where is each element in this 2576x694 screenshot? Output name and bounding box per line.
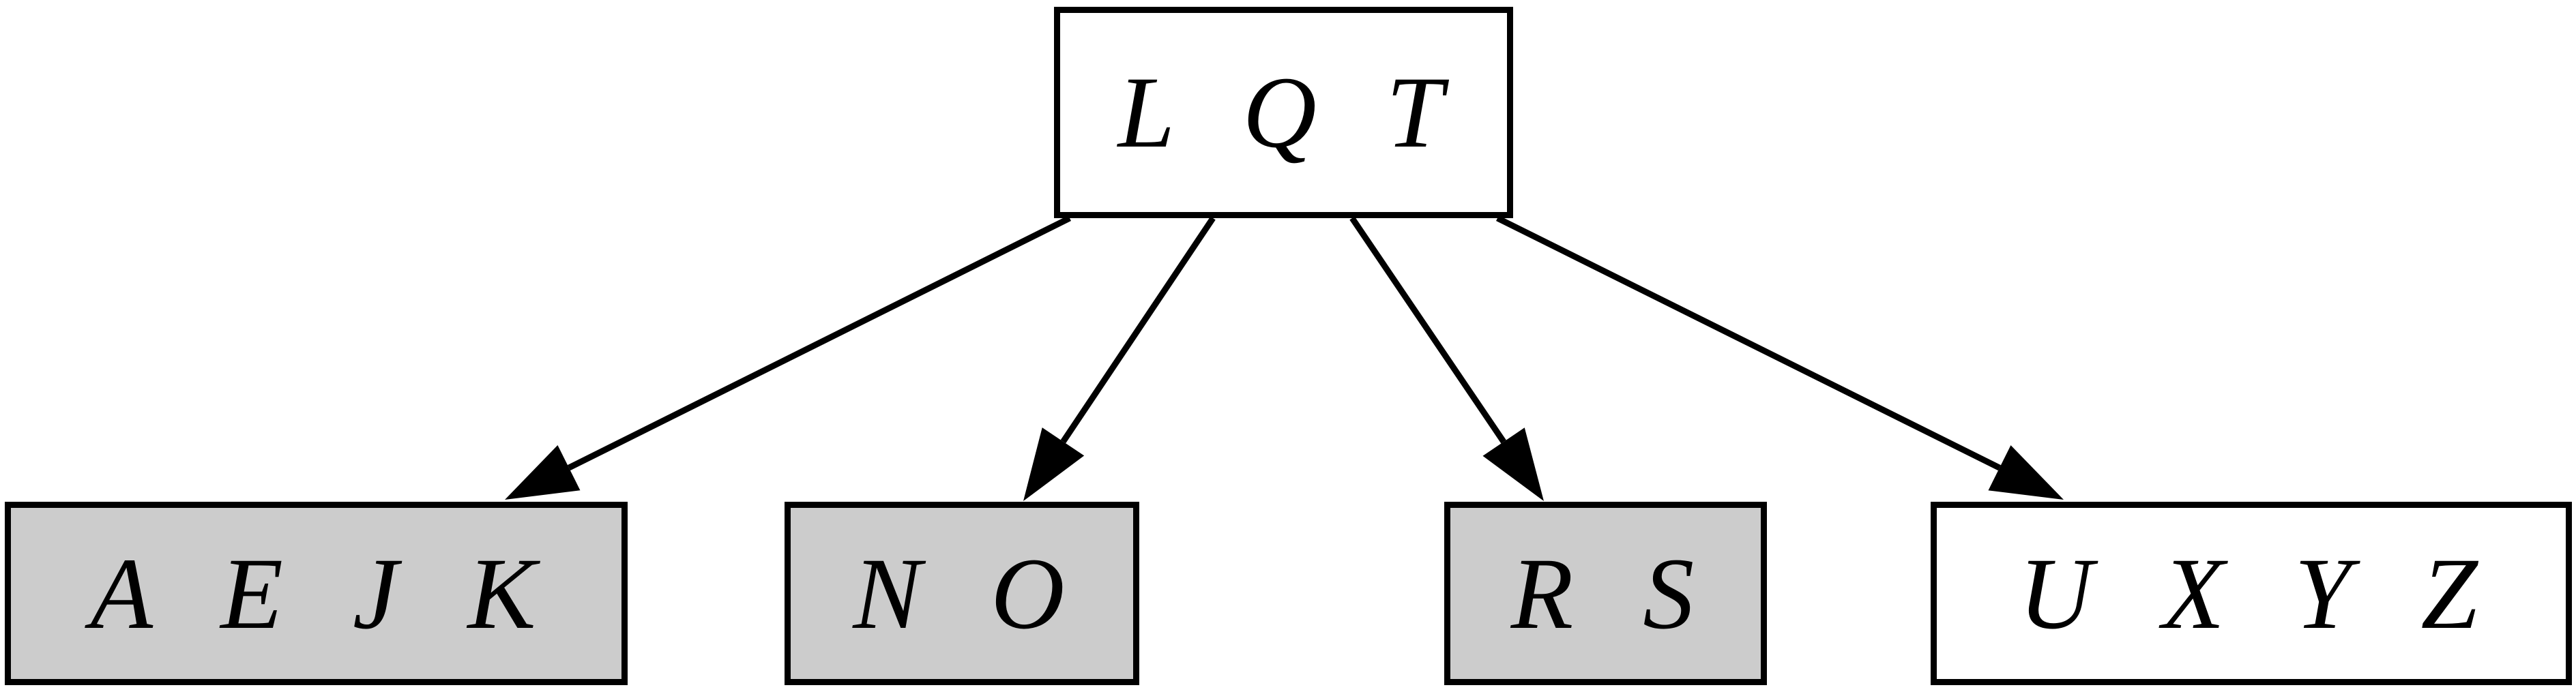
node-leaf-uxyz-label: U X Y Z [2019, 537, 2484, 650]
node-root-label: L Q T [1117, 56, 1450, 169]
edge-root-rs-arrowhead-icon [1482, 427, 1544, 501]
edge-root-aejk-arrowhead-icon [505, 445, 581, 500]
edge-root-no-shaft [1060, 216, 1216, 444]
edge-root-no-arrowhead-icon [1023, 427, 1085, 501]
node-leaf-no-label: N O [853, 537, 1071, 650]
edge-root-rs-shaft [1349, 216, 1506, 444]
node-leaf-no[interactable]: N O [785, 502, 1139, 685]
node-leaf-aejk-label: A E J K [90, 537, 542, 650]
edge-root-uxyz-shaft [1495, 215, 2001, 471]
node-root[interactable]: L Q T [1054, 7, 1513, 218]
node-leaf-uxyz[interactable]: U X Y Z [1931, 502, 2572, 685]
node-leaf-aejk[interactable]: A E J K [5, 502, 628, 685]
edge-root-uxyz-arrowhead-icon [1988, 445, 2064, 500]
node-leaf-rs[interactable]: R S [1444, 502, 1767, 685]
node-leaf-rs-label: R S [1510, 537, 1701, 650]
edges-group [505, 215, 2064, 501]
edge-root-aejk-shaft [567, 215, 1072, 471]
